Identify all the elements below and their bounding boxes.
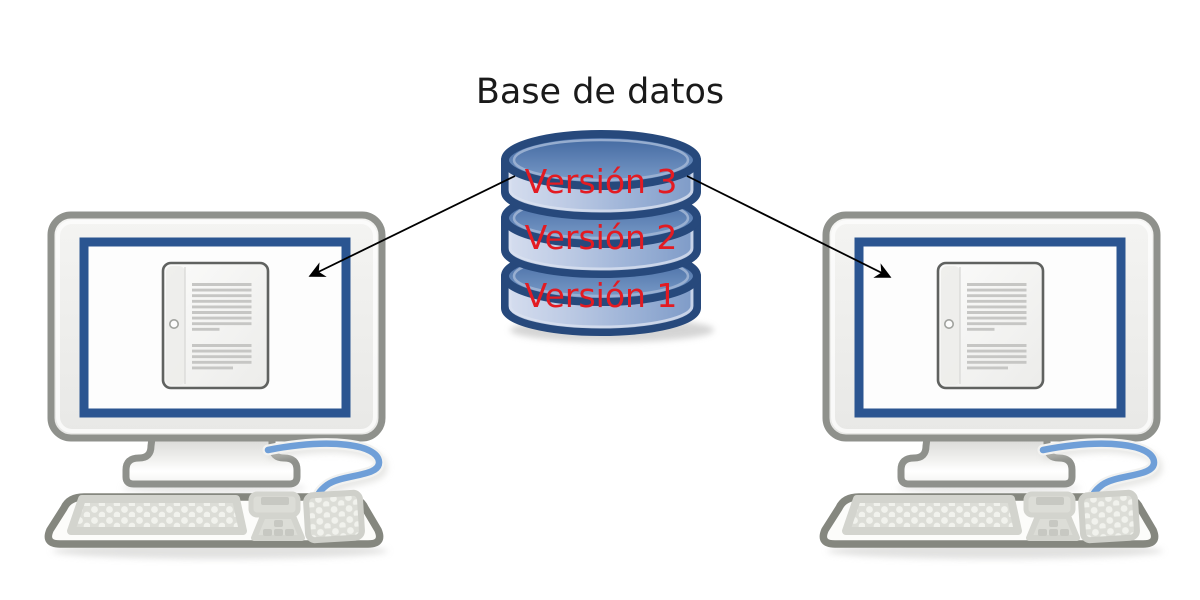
database-icon: Versión 3 Versión 2 Versión 1 (501, 130, 701, 336)
right-computer (823, 215, 1163, 559)
page-title: Base de datos (476, 72, 724, 112)
version-label-3: Versión 3 (525, 162, 678, 201)
database-segment-version-3 (501, 130, 701, 220)
arrow-database-to-left-computer (308, 175, 516, 277)
version-label-2: Versión 2 (525, 218, 678, 257)
left-computer (48, 215, 388, 559)
version-label-1: Versión 1 (525, 276, 678, 315)
arrow-database-to-right-computer (686, 175, 892, 278)
